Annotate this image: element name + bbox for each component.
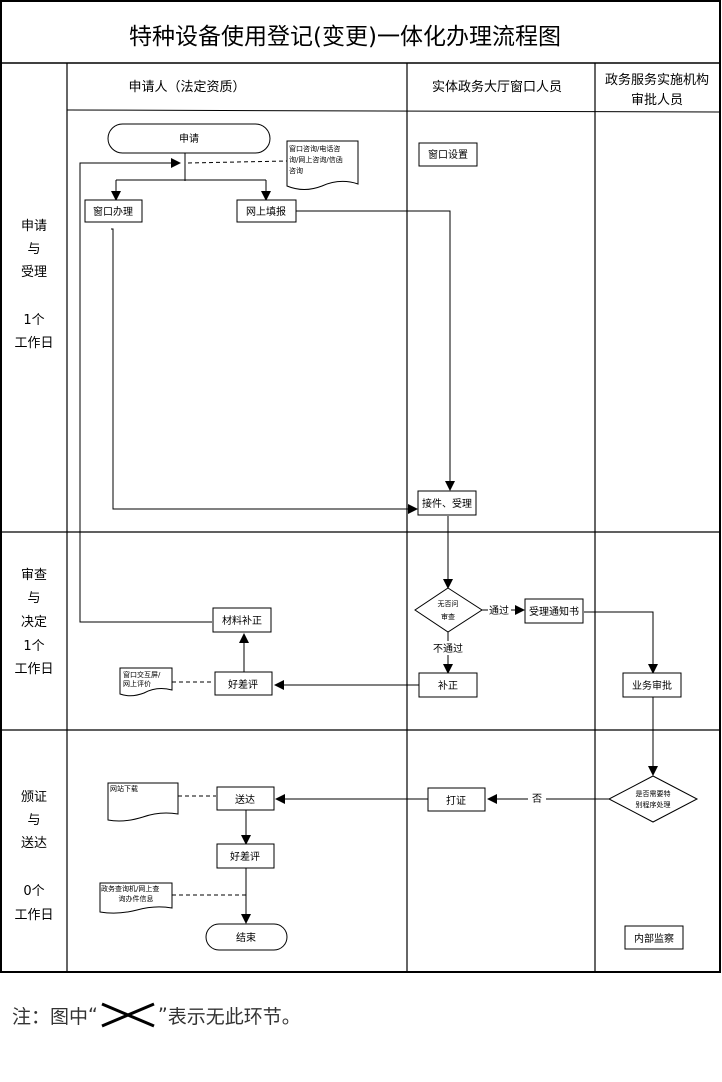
doc-label: 窗口咨询/电话咨 <box>289 144 340 153</box>
node-deliver: 送达 <box>216 786 275 811</box>
node-label: 窗口设置 <box>428 148 468 161</box>
doc-query-info: 政务查询机/网上查 询办件信息 <box>99 882 173 914</box>
header-divider <box>66 109 721 113</box>
phase-name-line: 决定 <box>21 615 47 630</box>
footnote-prefix: 注：图中 <box>12 1005 89 1028</box>
footnote-suffix: 表示无此环节。 <box>167 1005 301 1028</box>
decision-label: 是否需要特 <box>636 789 671 798</box>
node-receive-accept: 接件、受理 <box>417 490 477 516</box>
connector-material-correction-to-apply <box>79 158 212 623</box>
node-label: 打证 <box>446 794 466 807</box>
edge-label-fail: 不通过 <box>433 642 463 655</box>
node-internal-supervision: 内部监察 <box>624 925 684 950</box>
column-header-approver-line2: 审批人员 <box>631 93 683 108</box>
node-apply: 申请 <box>107 123 271 154</box>
doc-label: 询办件信息 <box>119 894 154 903</box>
phase-name-line: 送达 <box>21 836 47 851</box>
node-good-bad-review-2: 好差评 <box>216 843 275 869</box>
phase-label-review-decision: 审查 与 决定 1个 工作日 <box>14 568 53 677</box>
doc-label: 网站下载 <box>110 784 138 793</box>
phase-name-line: 与 <box>27 242 40 257</box>
phase-label-apply-accept: 申请 与 受理 1个 工作日 <box>14 219 53 351</box>
doc-label: 咨询 <box>289 166 303 175</box>
phase-name-line: 申请 <box>21 219 47 234</box>
phase-name-line: 颁证 <box>21 790 47 805</box>
column-header-window-staff: 实体政务大厅窗口人员 <box>432 79 562 95</box>
node-label: 好差评 <box>230 850 260 863</box>
node-online-fill: 网上填报 <box>236 199 297 223</box>
node-good-bad-review-1: 好差评 <box>214 671 273 696</box>
table-grid <box>0 0 721 973</box>
outer-border <box>0 0 721 973</box>
decision-special-procedure: 是否需要特 别程序处理 <box>607 775 699 823</box>
column-header-approver-line1: 政务服务实施机构 <box>605 72 709 88</box>
decision-label: 别程序处理 <box>636 800 671 809</box>
node-label: 补正 <box>438 679 458 692</box>
column-header-applicant: 申请人（法定资质） <box>128 80 245 95</box>
node-label: 送达 <box>235 793 255 806</box>
phase-days: 1个 <box>23 639 44 654</box>
node-accept-notice: 受理通知书 <box>524 598 584 624</box>
node-label: 材料补正 <box>222 614 262 627</box>
node-label: 结束 <box>236 931 256 944</box>
footnote: 注：图中 “ ” 表示无此环节。 <box>12 1000 301 1030</box>
phase-name-line: 受理 <box>21 265 47 280</box>
phase-name-line: 与 <box>27 813 40 828</box>
doc-website-download: 网站下载 <box>107 782 179 822</box>
node-label: 网上填报 <box>246 205 286 218</box>
connector-window-to-receive <box>111 228 418 514</box>
node-label: 内部监察 <box>634 932 674 945</box>
doc-evaluation: 窗口交互屏/ 网上评价 <box>119 667 173 697</box>
node-business-approval: 业务审批 <box>622 672 682 698</box>
doc-label: 政务查询机/网上查 <box>101 884 159 893</box>
node-label: 窗口办理 <box>93 205 133 218</box>
node-label: 好差评 <box>228 678 258 691</box>
doc-consult: 窗口咨询/电话咨 询/网上咨询/信函 咨询 <box>286 140 359 190</box>
decision-label: 审查 <box>441 612 455 621</box>
doc-label: 网上评价 <box>123 679 151 688</box>
decision-label: 无否问 <box>438 600 459 608</box>
doc-label: 询/网上咨询/信函 <box>289 155 343 164</box>
node-label: 接件、受理 <box>422 497 472 510</box>
phase-unit: 工作日 <box>14 336 53 351</box>
node-label: 申请 <box>179 132 199 145</box>
phase-label-issue-deliver: 颁证 与 送达 0个 工作日 <box>14 790 53 923</box>
connector-online-to-receive <box>296 210 455 491</box>
phase-days: 0个 <box>23 884 44 899</box>
phase-name-line: 审查 <box>21 568 47 583</box>
phase-unit: 工作日 <box>14 662 53 677</box>
decision-review: 无否问 审查 <box>414 587 483 633</box>
node-label: 受理通知书 <box>529 605 579 618</box>
footnote-open-quote: “ <box>88 1004 98 1026</box>
phase-name-line: 与 <box>27 591 40 606</box>
doc-label: 窗口交互屏/ <box>123 670 161 679</box>
edge-label-no: 否 <box>532 793 542 805</box>
node-window-handle: 窗口办理 <box>84 199 143 223</box>
page-title: 特种设备使用登记(变更)一体化办理流程图 <box>129 24 561 50</box>
phase-unit: 工作日 <box>14 908 53 923</box>
node-window-setup: 窗口设置 <box>418 142 478 167</box>
phase-days: 1个 <box>23 313 44 328</box>
node-label: 业务审批 <box>632 679 672 692</box>
footnote-close-quote: ” <box>157 1004 168 1026</box>
node-material-correction: 材料补正 <box>212 607 272 633</box>
node-correction: 补正 <box>418 672 478 698</box>
connectors <box>79 153 658 924</box>
edge-label-pass: 通过 <box>489 604 509 617</box>
node-end: 结束 <box>205 923 288 951</box>
dashed-connector-consult <box>187 160 288 164</box>
node-print-certificate: 打证 <box>427 787 486 812</box>
cross-icon <box>101 1002 155 1028</box>
connector-notice-to-approval <box>584 611 658 674</box>
